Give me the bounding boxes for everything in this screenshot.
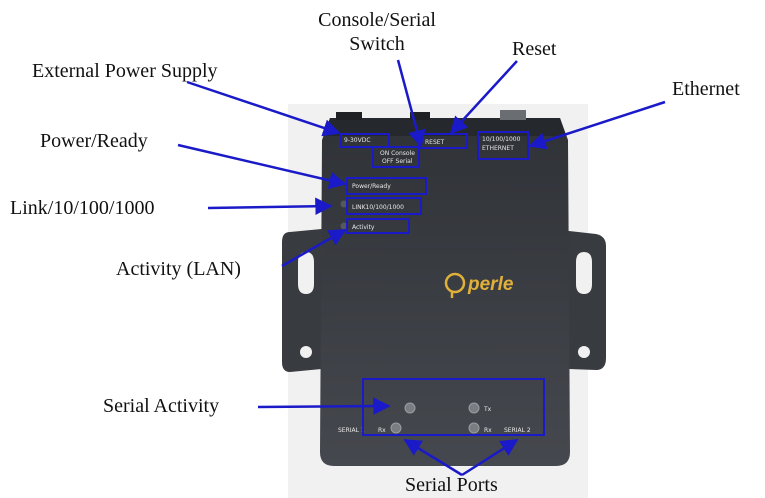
left-keyhole-slot (298, 252, 314, 294)
ethernet-connector (500, 110, 526, 120)
label-rx2: Rx (484, 427, 492, 434)
arrow-external-power (186, 80, 341, 137)
label-serial1: SERIAL 1 (338, 427, 365, 434)
perle-logo-icon (444, 272, 466, 294)
power-connector (336, 112, 362, 120)
left-mount-hole (300, 346, 312, 358)
label-console-off: OFF Serial (382, 158, 413, 165)
label-serial2: SERIAL 2 (504, 427, 531, 434)
arrow-serial-ports-left (403, 438, 463, 477)
left-mounting-flange (282, 228, 332, 372)
callout-serial-ports: Serial Ports (405, 474, 498, 496)
callout-console-serial: Console/Serial Switch (300, 8, 454, 56)
console-switch-connector (410, 112, 430, 120)
callout-console-serial-line2: Switch (349, 33, 405, 55)
box-console-switch (372, 146, 420, 168)
callout-activity-lan: Activity (LAN) (116, 258, 241, 280)
perle-logo-text: perle (467, 274, 514, 295)
arrow-serial-ports-right (461, 438, 519, 477)
arrow-ethernet (528, 100, 666, 150)
label-tx: Tx (483, 406, 492, 413)
label-ethernet-speed: 10/100/1000 (482, 136, 521, 143)
label-power: 9-30VDC (344, 137, 371, 144)
label-activity: Activity (352, 224, 375, 231)
box-power-ready (346, 177, 427, 195)
label-reset: RESET (425, 139, 445, 146)
callout-external-power: External Power Supply (32, 60, 218, 82)
label-power-ready: Power/Ready (352, 183, 391, 190)
arrow-reset (449, 60, 518, 135)
right-mount-hole (578, 346, 590, 358)
arrow-power-ready (177, 143, 347, 189)
activity-led (340, 222, 348, 230)
link-led (340, 200, 348, 208)
callout-serial-activity: Serial Activity (103, 395, 220, 417)
box-link (346, 197, 422, 215)
label-console-on: ON Console (380, 150, 415, 157)
right-keyhole-slot (576, 252, 592, 294)
box-ethernet (477, 131, 529, 160)
callout-power-ready: Power/Ready (40, 130, 148, 152)
label-link: LINK10/100/1000 (352, 204, 404, 211)
callout-ethernet: Ethernet (672, 78, 740, 100)
serial1-tx-led (404, 402, 416, 414)
box-activity (346, 218, 410, 234)
arrow-console-switch (396, 59, 426, 148)
label-ethernet: ETHERNET (482, 145, 514, 152)
arrow-serial-activity (257, 397, 391, 415)
callout-console-serial-line1: Console/Serial (318, 9, 436, 31)
serial1-rx-led (390, 422, 402, 434)
annotation-boxes (340, 131, 545, 436)
serial2-rx-led (468, 422, 480, 434)
callout-reset: Reset (512, 38, 557, 60)
callout-link: Link/10/100/1000 (10, 197, 155, 219)
device-body (320, 118, 570, 466)
label-rx1: Rx (378, 427, 386, 434)
arrow-activity-lan (281, 228, 347, 268)
serial2-tx-led (468, 402, 480, 414)
arrow-link (207, 197, 333, 216)
box-external-power (340, 133, 390, 148)
annotation-arrows (177, 59, 666, 477)
